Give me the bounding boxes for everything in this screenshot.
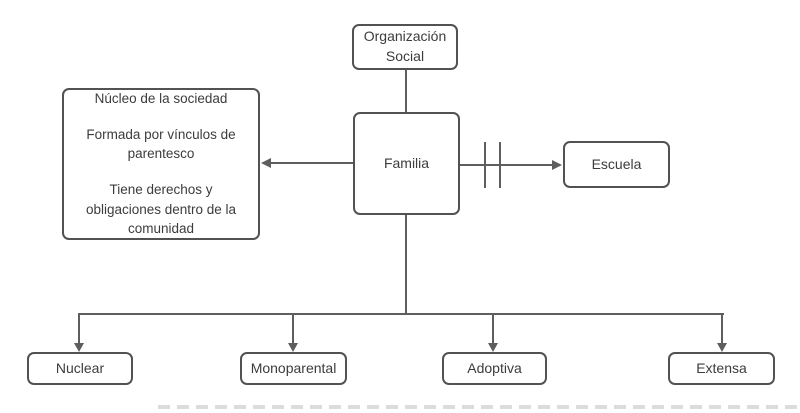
node-type-label: Extensa: [696, 359, 747, 376]
connector-branch-monoparental: [292, 313, 294, 344]
node-escuela-label: Escuela: [591, 155, 642, 172]
connector-familia-description: [270, 162, 354, 164]
connector-familia-types: [405, 215, 407, 314]
node-type-extensa: Extensa: [668, 352, 775, 385]
node-familia-description: Núcleo de la sociedad Formada por víncul…: [62, 88, 260, 240]
arrowhead-down-icon: [74, 343, 84, 352]
page-edge-dashed-line: [158, 405, 800, 409]
connector-branch-adoptiva: [492, 313, 494, 344]
connector-orgsocial-familia: [405, 69, 407, 113]
node-type-monoparental: Monoparental: [240, 352, 347, 385]
arrowhead-down-icon: [288, 343, 298, 352]
node-type-label: Nuclear: [55, 359, 105, 376]
arrowhead-left-icon: [261, 158, 271, 168]
description-line: Núcleo de la sociedad: [94, 91, 228, 107]
node-type-label: Adoptiva: [467, 359, 522, 376]
description-line: Tiene derechos y obligaciones dentro de …: [85, 182, 237, 237]
double-bar-symbol: [484, 142, 486, 188]
node-familia-label: Familia: [383, 154, 430, 171]
node-familia: Familia: [353, 112, 460, 215]
node-organizacion-social: Organización Social: [352, 24, 458, 70]
connector-types-bus: [78, 313, 724, 315]
node-type-adoptiva: Adoptiva: [442, 352, 547, 385]
double-bar-symbol: [499, 142, 501, 188]
description-line: Formada por vínculos de parentesco: [86, 126, 236, 162]
arrowhead-down-icon: [717, 343, 727, 352]
arrowhead-down-icon: [488, 343, 498, 352]
connector-familia-escuela: [459, 164, 552, 166]
node-type-nuclear: Nuclear: [27, 352, 133, 385]
node-organizacion-social-label: Organización Social: [363, 28, 447, 64]
connector-branch-nuclear: [78, 313, 80, 344]
node-escuela: Escuela: [563, 141, 670, 188]
arrowhead-right-icon: [552, 160, 562, 170]
node-type-label: Monoparental: [250, 359, 337, 376]
connector-branch-extensa: [721, 313, 723, 344]
